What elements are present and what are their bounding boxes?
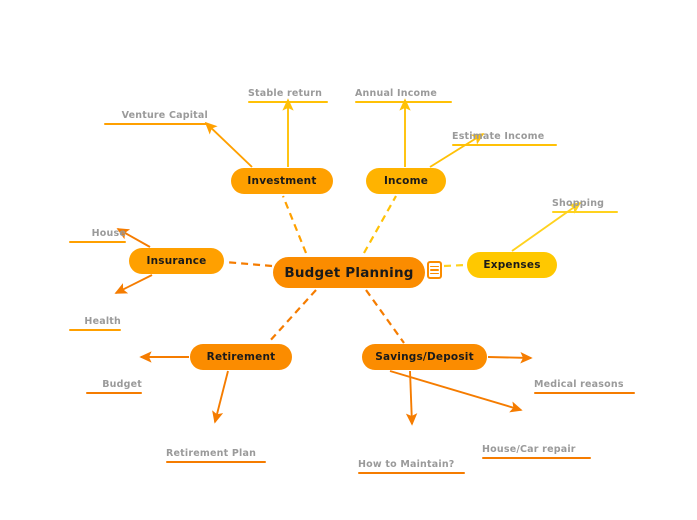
leaf-node-house[interactable]: House [69,223,126,243]
leaf-underline-how-to-maintain [358,472,465,474]
hamburger-bar [430,265,439,268]
leaf-node-retirement-plan[interactable]: Retirement Plan [166,443,266,463]
leaf-underline-annual-income [355,101,452,103]
leaf-node-stable-return[interactable]: Stable return [248,83,328,103]
leaf-node-estimate-income[interactable]: Estimate Income [452,126,557,146]
leaf-node-budget[interactable]: Budget [86,374,142,394]
leaf-underline-retirement-plan [166,461,266,463]
hamburger-bar [430,269,439,271]
leaf-underline-house [69,241,126,243]
branch-node-insurance[interactable]: Insurance [129,248,224,274]
leaf-underline-stable-return [248,101,328,103]
branch-node-expenses[interactable]: Expenses [467,252,557,278]
leaf-label-health: Health [84,316,121,327]
root-to-income [363,195,397,254]
leaf-label-venture-capital: Venture Capital [121,110,208,121]
root-to-savings [365,289,405,344]
branch-node-savings-deposit[interactable]: Savings/Deposit [362,344,487,370]
savings-to-house-car-repair [389,370,523,413]
retirement-to-retirement-plan [212,370,229,424]
leaf-underline-shopping [552,211,618,213]
leaf-label-annual-income: Annual Income [355,88,438,99]
leaf-label-estimate-income: Estimate Income [452,131,545,142]
root-to-expenses [443,263,467,268]
branch-node-investment[interactable]: Investment [231,168,333,194]
branch-node-income[interactable]: Income [366,168,446,194]
leaf-node-house-car-repair[interactable]: House/Car repair [482,439,591,459]
leaf-node-how-to-maintain[interactable]: How to Maintain? [358,454,465,474]
insurance-to-house [116,228,151,248]
leaf-node-annual-income[interactable]: Annual Income [355,83,452,103]
leaf-underline-health [69,329,121,331]
leaf-label-how-to-maintain: How to Maintain? [358,459,455,470]
hamburger-bar [430,272,439,275]
leaf-node-venture-capital[interactable]: Venture Capital [104,105,208,125]
leaf-label-house: House [91,228,126,239]
leaf-label-shopping: Shopping [552,198,605,209]
leaf-node-shopping[interactable]: Shopping [552,193,618,213]
leaf-underline-medical-reasons [534,392,635,394]
root-to-insurance [224,260,273,268]
leaf-label-medical-reasons: Medical reasons [534,379,624,390]
leaf-label-budget: Budget [102,379,142,390]
hamburger-menu-icon[interactable] [427,261,442,279]
investment-to-venture-capital [204,121,253,168]
income-to-estimate-income [429,133,485,168]
leaf-node-medical-reasons[interactable]: Medical reasons [534,374,635,394]
root-node-budget-planning[interactable]: Budget Planning [273,257,425,288]
leaf-label-stable-return: Stable return [248,88,323,99]
leaf-label-house-car-repair: House/Car repair [482,444,576,455]
root-to-investment [281,195,308,254]
leaf-underline-estimate-income [452,144,557,146]
leaf-label-retirement-plan: Retirement Plan [166,448,257,459]
root-to-retirement [267,289,317,344]
leaf-underline-budget [86,392,142,394]
branch-node-retirement[interactable]: Retirement [190,344,292,370]
savings-to-medical-reasons [487,352,533,364]
leaf-underline-house-car-repair [482,457,591,459]
leaf-underline-venture-capital [104,123,208,125]
leaf-node-health[interactable]: Health [69,311,121,331]
savings-to-how-to-maintain [405,370,418,426]
expenses-to-shopping [511,202,582,252]
insurance-to-health [114,274,153,294]
